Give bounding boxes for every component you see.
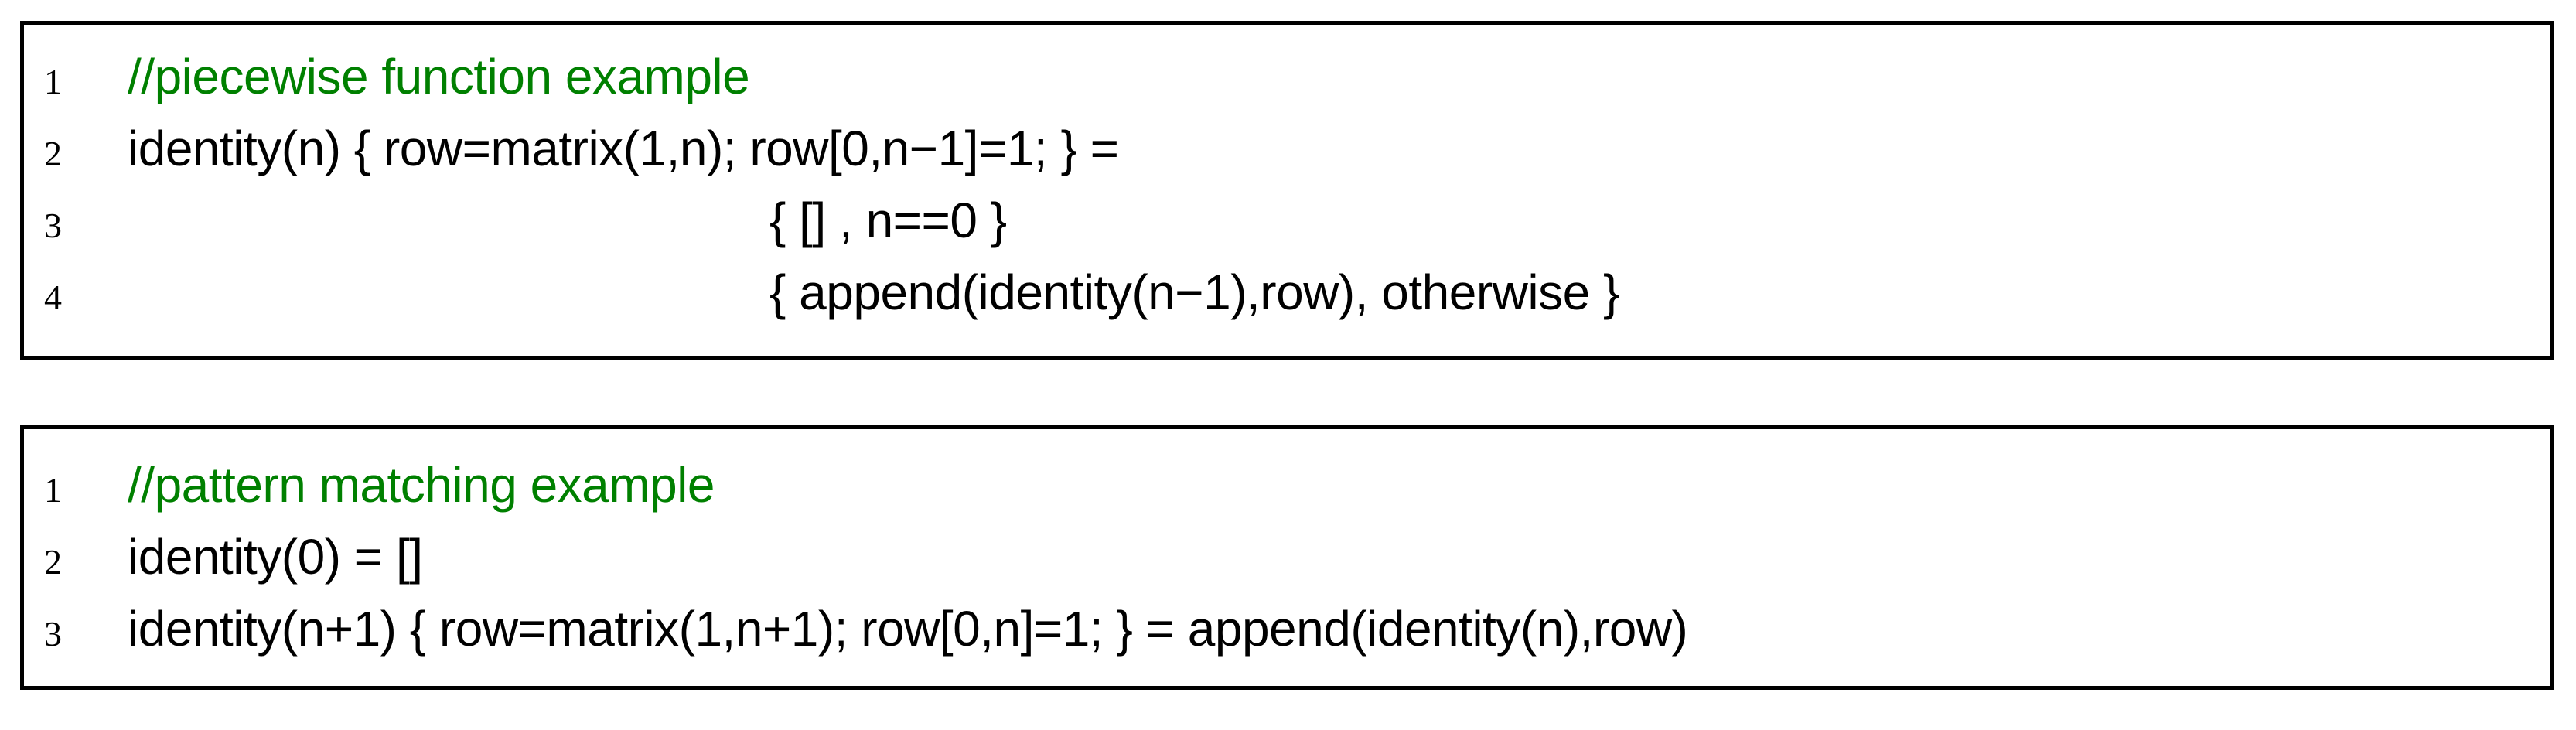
comment-text: //pattern matching example xyxy=(128,457,715,513)
line-number: 2 xyxy=(44,542,62,582)
piecewise-function-listing: 1 //piecewise function example 2 identity(n… xyxy=(20,21,2554,360)
line-number: 1 xyxy=(44,470,62,510)
line-number: 3 xyxy=(44,206,62,245)
code-text: identity(n+1) { row=matrix(1,n+1); row[0… xyxy=(128,601,1688,657)
code-line: 3 { [] , n==0 } xyxy=(24,185,2550,257)
line-number: 1 xyxy=(44,62,62,101)
listing-lines: 1 //pattern matching example 2 identity(0) … xyxy=(24,449,2550,665)
line-number: 2 xyxy=(44,134,62,173)
code-text: { append(identity(n−1),row), otherwise } xyxy=(769,264,1619,320)
code-text: identity(0) = [] xyxy=(128,529,423,585)
code-line: 4 { append(identity(n−1),row), otherwise … xyxy=(24,257,2550,329)
pattern-matching-listing: 1 //pattern matching example 2 identity(0) … xyxy=(20,425,2554,690)
comment-text: //piecewise function example xyxy=(128,49,750,104)
code-text: identity(n) { row=matrix(1,n); row[0,n−1… xyxy=(128,121,1119,176)
code-line: 2 identity(n) { row=matrix(1,n); row[0,n−… xyxy=(24,113,2550,185)
listing-lines: 1 //piecewise function example 2 identity(n… xyxy=(24,41,2550,329)
code-line: 1 //piecewise function example xyxy=(24,41,2550,113)
code-line: 2 identity(0) = [] xyxy=(24,521,2550,593)
code-line: 3 identity(n+1) { row=matrix(1,n+1); row[… xyxy=(24,593,2550,665)
line-number: 4 xyxy=(44,278,62,317)
code-line: 1 //pattern matching example xyxy=(24,449,2550,521)
line-number: 3 xyxy=(44,614,62,653)
code-text: { [] , n==0 } xyxy=(769,193,1007,248)
